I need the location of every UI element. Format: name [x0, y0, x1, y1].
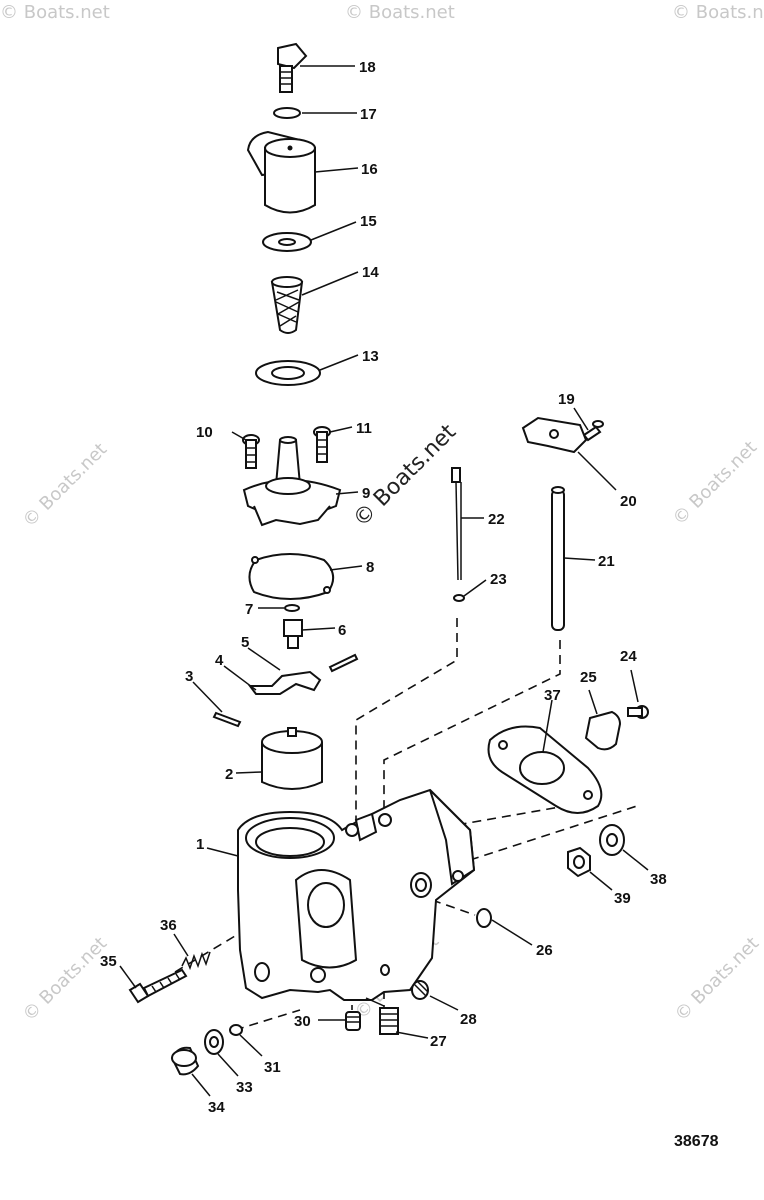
callout-11: 11 — [356, 420, 372, 437]
part-25-plate — [584, 710, 622, 751]
part-6-valve-seat — [283, 619, 303, 649]
callout-19: 19 — [558, 391, 575, 408]
callout-6: 6 — [338, 622, 346, 639]
callout-36: 36 — [160, 917, 177, 934]
callout-10: 10 — [196, 424, 213, 441]
watermark-mid-left: © Boats.net — [19, 439, 111, 531]
part-13-gasket — [255, 360, 321, 386]
part-34-plug — [170, 1046, 200, 1076]
callout-14: 14 — [362, 264, 379, 281]
part-27-spring — [365, 997, 399, 1035]
callout-16: 16 — [361, 161, 378, 178]
part-3-hinge-pin — [212, 711, 242, 728]
callout-34: 34 — [208, 1099, 225, 1116]
callout-25: 25 — [580, 669, 597, 686]
part-23-clip — [453, 594, 465, 602]
callout-17: 17 — [360, 106, 377, 123]
callout-21: 21 — [598, 553, 615, 570]
part-36-spring — [181, 951, 211, 971]
part-8-gasket — [248, 553, 335, 600]
part-35-idle-screw — [128, 968, 188, 1004]
part-19-screw — [582, 420, 604, 442]
watermark-mid-right: © Boats.net — [669, 437, 761, 529]
part-5-pin — [328, 653, 359, 673]
part-33-washer — [204, 1029, 224, 1055]
callout-3: 3 — [185, 668, 193, 685]
part-16-filter-bowl — [246, 130, 316, 214]
part-1-carburetor-body — [237, 788, 476, 1001]
callout-27: 27 — [430, 1033, 447, 1050]
callout-15: 15 — [360, 213, 377, 230]
callout-39: 39 — [614, 890, 631, 907]
callout-26: 26 — [536, 942, 553, 959]
callout-23: 23 — [490, 571, 507, 588]
part-21-rod — [551, 486, 565, 631]
part-15-gasket — [262, 232, 312, 252]
callout-37: 37 — [544, 687, 561, 704]
watermark-top-left: © Boats.net — [0, 2, 110, 23]
part-26-plug — [476, 908, 492, 928]
callout-33: 33 — [236, 1079, 253, 1096]
watermark-low-left: © Boats.net — [19, 933, 111, 1025]
part-38-washer — [599, 824, 625, 856]
part-31-plug — [229, 1024, 243, 1036]
part-14-filter-screen — [270, 276, 304, 334]
part-17-washer — [273, 107, 301, 119]
callout-22: 22 — [488, 511, 505, 528]
watermark-top-center: © Boats.net — [345, 2, 455, 23]
callout-13: 13 — [362, 348, 379, 365]
part-22-needle — [451, 467, 462, 581]
callout-24: 24 — [620, 648, 637, 665]
part-24-screw — [627, 705, 649, 719]
part-28-spring — [411, 979, 429, 1000]
part-2-float — [261, 727, 323, 790]
part-18-screw — [277, 42, 308, 93]
callout-labels: 18 17 16 15 14 13 10 11 9 8 7 6 5 4 3 2 … — [100, 59, 667, 1116]
callout-4: 4 — [215, 652, 224, 669]
callout-30: 30 — [294, 1013, 311, 1030]
callout-38: 38 — [650, 871, 667, 888]
callout-18: 18 — [359, 59, 376, 76]
callout-8: 8 — [366, 559, 374, 576]
part-39-nut — [567, 846, 591, 878]
callout-31: 31 — [264, 1059, 281, 1076]
part-9-cover — [242, 436, 342, 527]
part-10-screw — [242, 434, 260, 469]
part-4-float-arm — [248, 670, 322, 695]
part-11-screw — [313, 426, 331, 463]
callout-5: 5 — [241, 634, 249, 651]
part-20-lever — [521, 416, 588, 454]
callout-20: 20 — [620, 493, 637, 510]
part-37-gasket — [487, 725, 603, 814]
callout-7: 7 — [245, 601, 253, 618]
callout-35: 35 — [100, 953, 117, 970]
watermark-top-right: © Boats.net — [672, 2, 764, 23]
callout-2: 2 — [225, 766, 233, 783]
figure-number: 38678 — [674, 1133, 719, 1150]
leader-lines — [119, 65, 649, 1097]
callout-28: 28 — [460, 1011, 477, 1028]
part-30-spring — [345, 1011, 361, 1031]
callout-1: 1 — [196, 836, 204, 853]
callout-9: 9 — [362, 485, 370, 502]
watermark-low-right: © Boats.net — [671, 933, 763, 1025]
part-7-o-ring — [284, 604, 300, 612]
